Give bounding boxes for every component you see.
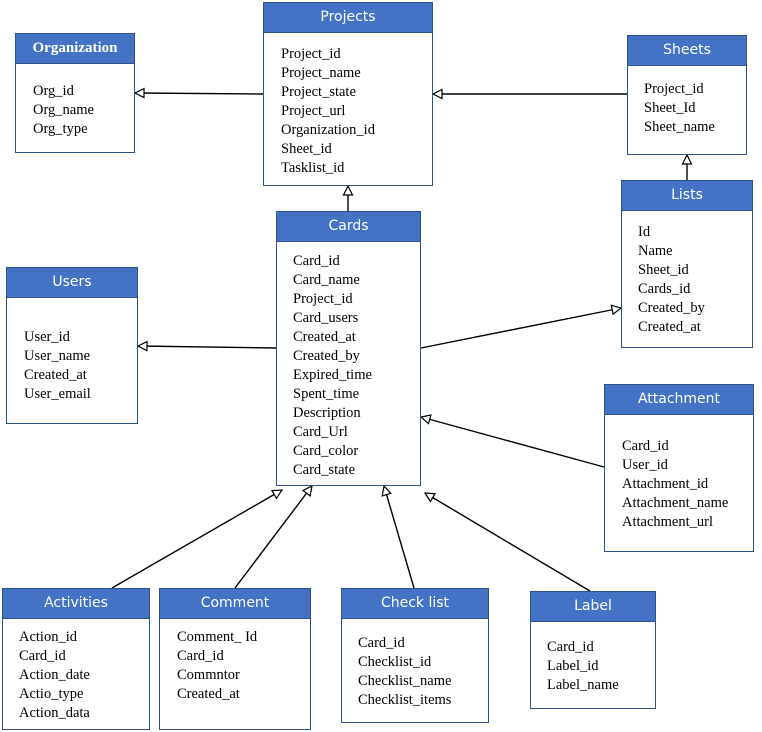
field: Project_name <box>281 65 361 81</box>
entity-checklist: Check list Card_id Checklist_id Checklis… <box>341 588 489 723</box>
entity-activities: Activities Action_id Card_id Action_date… <box>2 588 150 730</box>
field: Comment_ Id <box>177 629 258 645</box>
field: User_email <box>24 386 91 402</box>
field: Checklist_items <box>358 692 452 708</box>
field: Card_users <box>293 310 359 326</box>
field: Created_at <box>177 686 240 702</box>
entity-organization-title: Organization <box>16 34 134 64</box>
field: Created_by <box>638 300 705 316</box>
field: Project_id <box>281 46 341 62</box>
field: Label_id <box>547 658 599 674</box>
relationship-line-projects-to-organization <box>134 92 264 95</box>
entity-attachment: Attachment Card_id User_id Attachment_id… <box>604 384 754 552</box>
field: Attachment_id <box>622 476 709 492</box>
field: Description <box>293 405 361 421</box>
arrowhead-sheets-to-projects <box>431 88 443 100</box>
field: Attachment_name <box>622 495 729 511</box>
field: Card_id <box>177 648 224 664</box>
entity-label-title: Label <box>531 592 655 622</box>
field: Card_name <box>293 272 360 288</box>
arrowhead-checklist-to-cards <box>381 484 392 497</box>
arrowhead-label-to-cards <box>423 492 437 503</box>
field: Created_at <box>638 319 701 335</box>
field: User_id <box>622 457 668 473</box>
entity-projects-title: Projects <box>264 3 432 33</box>
arrowhead-projects-to-organization <box>133 87 145 99</box>
entity-sheets: Sheets Project_id Sheet_Id Sheet_name <box>627 35 747 155</box>
field: Org_name <box>33 102 94 118</box>
arrowhead-comment-to-cards <box>301 484 313 497</box>
field: Action_data <box>19 705 90 721</box>
arrowhead-cards-to-lists <box>610 304 623 316</box>
field: User_name <box>24 348 91 364</box>
field: Id <box>638 224 651 240</box>
entity-organization: Organization Org_id Org_name Org_type <box>15 33 135 153</box>
field: Checklist_id <box>358 654 432 670</box>
field: Attachment_url <box>622 514 714 530</box>
field: Sheet_Id <box>644 100 696 116</box>
field: Commntor <box>177 667 240 683</box>
field: Card_id <box>547 639 594 655</box>
field: Card_id <box>358 635 405 651</box>
field: Label_name <box>547 677 619 693</box>
entity-comment: Comment Comment_ Id Card_id Commntor Cre… <box>159 588 311 730</box>
field: Spent_time <box>293 386 360 402</box>
field: Card_id <box>19 648 66 664</box>
arrowhead-activities-to-cards <box>270 489 284 500</box>
field: Project_id <box>644 81 704 97</box>
entity-checklist-title: Check list <box>342 589 488 619</box>
entity-lists: Lists Id Name Sheet_id Cards_id Created_… <box>621 180 753 348</box>
field: Sheet_id <box>638 262 689 278</box>
field: Created_at <box>24 367 87 383</box>
field: Expired_time <box>293 367 372 383</box>
field: Card_id <box>293 253 340 269</box>
entity-cards-title: Cards <box>277 212 420 242</box>
relationship-line-attachment-to-cards <box>420 416 605 468</box>
arrowhead-cards-to-projects <box>342 184 354 196</box>
entity-cards: Cards Card_id Card_name Project_id Card_… <box>276 211 421 486</box>
field: Organization_id <box>281 122 375 138</box>
entity-comment-title: Comment <box>160 589 310 619</box>
entity-sheets-title: Sheets <box>628 36 746 66</box>
field: Card_state <box>293 462 356 478</box>
field: Created_at <box>293 329 356 345</box>
field: Cards_id <box>638 281 691 297</box>
field: Project_url <box>281 103 346 119</box>
field: Org_type <box>33 121 88 137</box>
field: Card_id <box>622 438 669 454</box>
entity-lists-title: Lists <box>622 181 752 211</box>
field: Created_by <box>293 348 360 364</box>
entity-activities-title: Activities <box>3 589 149 619</box>
relationship-line-comment-to-cards <box>234 485 313 589</box>
relationship-line-cards-to-lists <box>420 307 622 349</box>
entity-attachment-title: Attachment <box>605 385 753 415</box>
field: Name <box>638 243 673 259</box>
field: User_id <box>24 329 70 345</box>
arrowhead-lists-to-sheets <box>681 153 693 165</box>
arrowhead-attachment-to-cards <box>419 414 432 425</box>
field: Card_Url <box>293 424 348 440</box>
field: Project_id <box>293 291 353 307</box>
relationship-line-label-to-cards <box>424 492 591 592</box>
field: Project_state <box>281 84 356 100</box>
field: Tasklist_id <box>281 160 345 176</box>
entity-users-title: Users <box>7 268 137 298</box>
field: Org_id <box>33 83 74 99</box>
field: Action_id <box>19 629 77 645</box>
field: Checklist_name <box>358 673 452 689</box>
relationship-line-cards-to-users <box>137 345 277 349</box>
arrowhead-cards-to-users <box>136 340 148 352</box>
relationship-line-activities-to-cards <box>111 489 283 589</box>
field: Sheet_name <box>644 119 715 135</box>
field: Action_date <box>19 667 90 683</box>
relationship-line-checklist-to-cards <box>383 485 415 589</box>
entity-projects: Projects Project_id Project_name Project… <box>263 2 433 186</box>
field: Card_color <box>293 443 359 459</box>
entity-label: Label Card_id Label_id Label_name <box>530 591 656 709</box>
entity-users: Users User_id User_name Created_at User_… <box>6 267 138 424</box>
field: Sheet_id <box>281 141 332 157</box>
field: Actio_type <box>19 686 84 702</box>
